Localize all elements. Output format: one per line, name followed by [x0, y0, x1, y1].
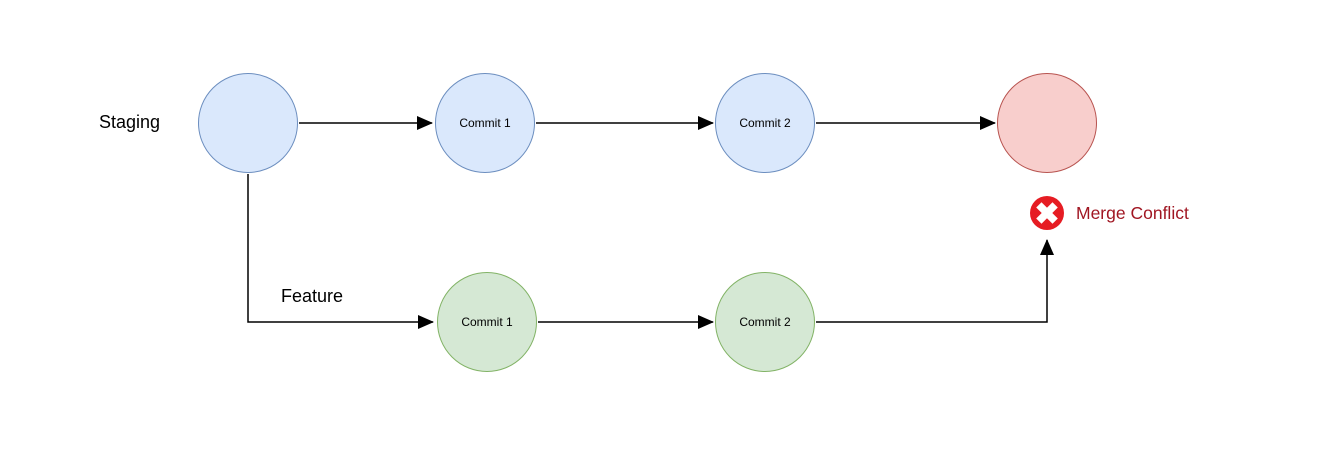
- node-staging-commit-1: Commit 1: [435, 73, 535, 173]
- error-x-icon: [1030, 196, 1064, 230]
- branch-label-feature: Feature: [281, 286, 344, 306]
- edge-feature-commit2-to-conflict: [816, 239, 1054, 323]
- node-staging-start: [198, 73, 298, 173]
- branch-label-staging: Staging: [99, 112, 161, 132]
- edge-branch-to-feature-commit1: [247, 174, 434, 329]
- node-staging-merge-target: [997, 73, 1097, 173]
- node-label: Commit 2: [739, 116, 791, 130]
- merge-conflict-label: Merge Conflict: [1076, 202, 1189, 223]
- node-label: Commit 1: [461, 315, 513, 329]
- node-feature-commit-1: Commit 1: [437, 272, 537, 372]
- node-feature-commit-2: Commit 2: [715, 272, 815, 372]
- node-staging-commit-2: Commit 2: [715, 73, 815, 173]
- node-label: Commit 2: [739, 315, 791, 329]
- node-label: Commit 1: [459, 116, 511, 130]
